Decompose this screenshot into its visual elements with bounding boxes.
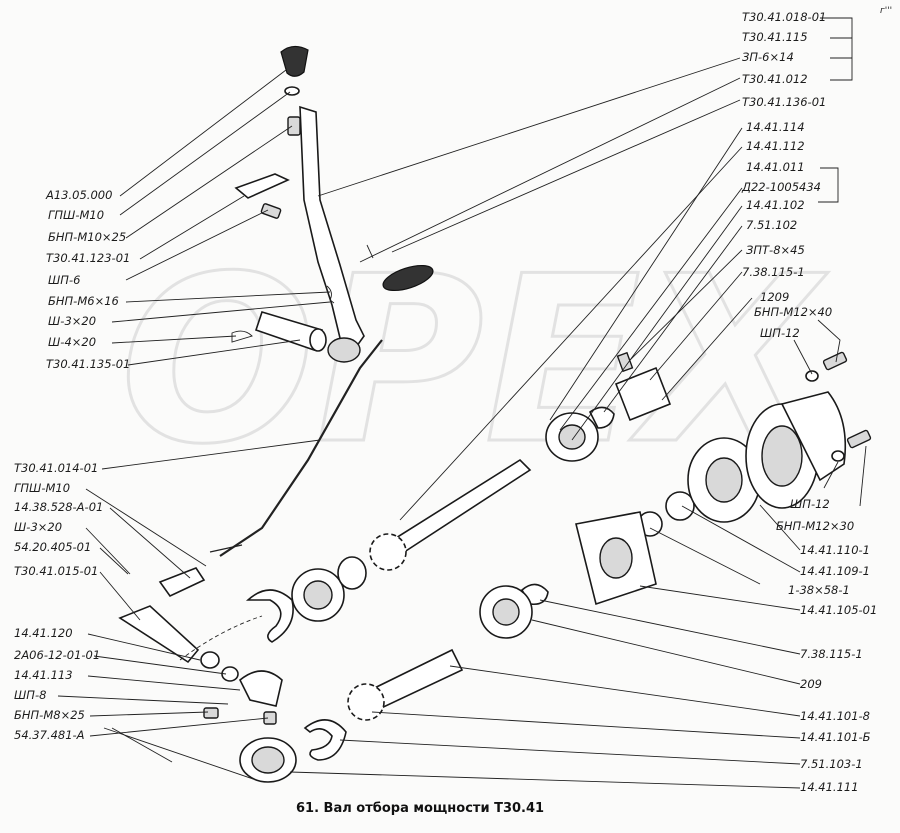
- part-label: ГПШ-М10: [14, 481, 70, 495]
- part-label: 14.41.102: [746, 198, 805, 212]
- part-label: Т30.41.018-01: [742, 10, 826, 24]
- part-label: Ш-3×20: [14, 520, 62, 534]
- part-label: Т30.41.123-01: [46, 251, 130, 265]
- part-label: Т30.41.015-01: [14, 564, 98, 578]
- part-label: ШП-12: [790, 497, 830, 511]
- part-label: Т30.41.115: [742, 30, 808, 44]
- part-label: ЗП-6×14: [742, 50, 794, 64]
- rod-icon: [209, 339, 383, 557]
- part-label: А13.05.000: [45, 188, 112, 202]
- part-label: 14.41.101-8: [800, 709, 870, 723]
- part-label: БНП-М10×25: [48, 230, 126, 244]
- part-label: Т30.41.014-01: [14, 461, 98, 475]
- washer-icon: [200, 651, 239, 682]
- part-label: Т30.41.012: [742, 72, 808, 86]
- fork-icon: [203, 670, 283, 725]
- bolt-icon: [287, 116, 301, 136]
- part-label: 1-38×58-1: [788, 583, 850, 597]
- part-label: БНП-М6×16: [48, 294, 119, 308]
- leader-lines: [57, 17, 867, 789]
- bracket-icon: [234, 173, 290, 199]
- coupling-icon: [291, 556, 367, 622]
- part-label: 7.51.103-1: [800, 757, 863, 771]
- part-label: 14.41.120: [14, 626, 73, 640]
- part-label: БНП-М12×30: [776, 519, 854, 533]
- figure-caption: 61. Вал отбора мощности Т30.41: [296, 801, 544, 816]
- part-label: Т30.41.136-01: [742, 95, 826, 109]
- part-label: ШП-6: [48, 273, 80, 287]
- part-label: 14.41.112: [746, 139, 805, 153]
- sleeve-icon: [254, 311, 327, 352]
- part-label: 1209: [760, 290, 789, 304]
- part-label: 14.41.011: [746, 160, 805, 174]
- corner-mark: г''': [880, 6, 892, 16]
- part-label: ШП-12: [760, 326, 800, 340]
- part-label: 7.38.115-1: [742, 265, 805, 279]
- circlip-icon: [245, 406, 615, 761]
- lever-icon: [299, 105, 365, 363]
- part-label: 7.38.115-1: [800, 647, 863, 661]
- part-label: 14.41.111: [800, 780, 859, 794]
- part-label: 14.41.101-Б: [800, 730, 871, 744]
- labels-right: Т30.41.018-01 Т30.41.115 ЗП-6×14 Т30.41.…: [741, 10, 877, 794]
- part-label: 54.37.481-А: [14, 728, 85, 742]
- part-label: 7.51.102: [746, 218, 797, 232]
- knob-icon: [280, 45, 309, 77]
- bolt-icon: [260, 203, 282, 219]
- part-label: 54.20.405-01: [14, 540, 91, 554]
- part-label: 209: [800, 677, 822, 691]
- gear-icon: [239, 533, 407, 783]
- part-label: 14.41.110-1: [800, 543, 870, 557]
- part-label: БНП-М8×25: [14, 708, 85, 722]
- part-label: Ш-4×20: [48, 335, 96, 349]
- part-label: 14.41.114: [746, 120, 805, 134]
- part-label: БНП-М12×40: [754, 305, 832, 319]
- labels-left: А13.05.000 ГПШ-М10 БНП-М10×25 Т30.41.123…: [14, 188, 130, 742]
- part-label: ЗПТ-8×45: [746, 243, 805, 257]
- part-label: Т30.41.135-01: [46, 357, 130, 371]
- part-label: ШП-8: [14, 688, 46, 702]
- washer-icon: [382, 264, 434, 292]
- flange-icon: [687, 437, 761, 523]
- part-label: 2А06-12-01-01: [14, 648, 100, 662]
- part-label: 14.41.109-1: [800, 564, 870, 578]
- part-label: 14.38.528-А-01: [14, 500, 103, 514]
- bolt-icon: [805, 351, 872, 462]
- pin-icon: [231, 244, 374, 343]
- part-label: Ш-3×20: [48, 314, 96, 328]
- sleeve-icon: [614, 351, 672, 422]
- fork-icon: [118, 567, 206, 664]
- part-label: Д22-1005434: [741, 180, 821, 194]
- part-label: ГПШ-М10: [48, 208, 104, 222]
- gasket-icon: [575, 511, 657, 606]
- part-label: 14.41.113: [14, 668, 73, 682]
- part-label: 14.41.105-01: [800, 603, 877, 617]
- housing-icon: [745, 391, 847, 509]
